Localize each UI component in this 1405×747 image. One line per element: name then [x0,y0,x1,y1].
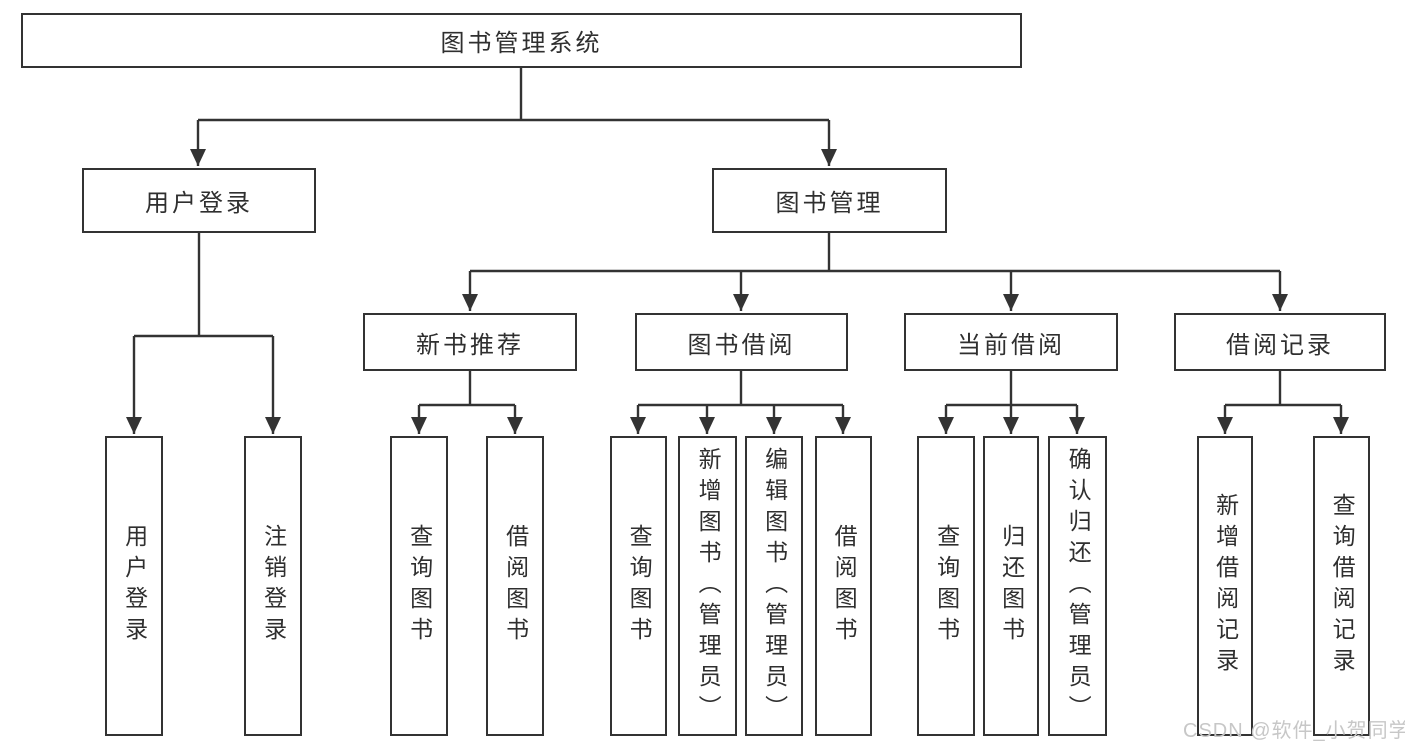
node-leaf-add-borrow-record-label: 新增借阅记录 [1212,493,1239,679]
node-leaf-edit-book-admin: 编辑图书（管理员） [745,436,803,736]
node-library-system-label: 图书管理系统 [440,30,603,57]
node-book-borrowing-label: 图书借阅 [687,331,796,359]
node-leaf-confirm-return-admin-label: 确认归还（管理员） [1065,446,1092,726]
node-leaf-query-borrow-record-label: 查询借阅记录 [1329,493,1356,679]
node-new-book-recommend: 新书推荐 [363,313,577,371]
node-leaf-borrow-book-1-label: 借阅图书 [502,524,529,648]
node-leaf-borrow-book-1: 借阅图书 [486,436,544,736]
node-library-system: 图书管理系统 [21,13,1022,68]
node-leaf-add-book-admin-label: 新增图书（管理员） [695,446,722,726]
node-leaf-query-books-1: 查询图书 [390,436,448,736]
node-current-borrowing: 当前借阅 [904,313,1118,371]
node-borrowing-records: 借阅记录 [1174,313,1386,371]
node-leaf-logout: 注销登录 [244,436,302,736]
csdn-watermark: CSDN @软件_小贺同学 [1183,720,1405,742]
node-leaf-user-login: 用户登录 [105,436,163,736]
node-user-login-label: 用户登录 [145,190,253,217]
node-user-login: 用户登录 [82,168,316,233]
node-leaf-query-books-2-label: 查询图书 [626,524,653,648]
node-book-borrowing: 图书借阅 [635,313,848,371]
node-leaf-confirm-return-admin: 确认归还（管理员） [1048,436,1107,736]
node-leaf-query-books-3: 查询图书 [917,436,975,736]
node-borrowing-records-label: 借阅记录 [1226,331,1334,359]
node-leaf-borrow-book-2-label: 借阅图书 [831,524,858,648]
node-leaf-return-book: 归还图书 [983,436,1039,736]
node-leaf-return-book-label: 归还图书 [998,524,1025,648]
node-book-management-label: 图书管理 [775,190,884,217]
node-leaf-borrow-book-2: 借阅图书 [815,436,872,736]
node-book-management: 图书管理 [712,168,947,233]
node-leaf-query-books-1-label: 查询图书 [406,524,433,648]
node-leaf-query-books-2: 查询图书 [610,436,667,736]
node-leaf-user-login-label: 用户登录 [121,524,148,648]
node-current-borrowing-label: 当前借阅 [957,331,1065,359]
node-leaf-add-book-admin: 新增图书（管理员） [678,436,737,736]
node-leaf-logout-label: 注销登录 [260,524,287,648]
node-leaf-edit-book-admin-label: 编辑图书（管理员） [761,446,788,726]
node-new-book-recommend-label: 新书推荐 [416,331,524,359]
node-leaf-query-books-3-label: 查询图书 [933,524,960,648]
node-leaf-query-borrow-record: 查询借阅记录 [1313,436,1370,736]
node-leaf-add-borrow-record: 新增借阅记录 [1197,436,1253,736]
